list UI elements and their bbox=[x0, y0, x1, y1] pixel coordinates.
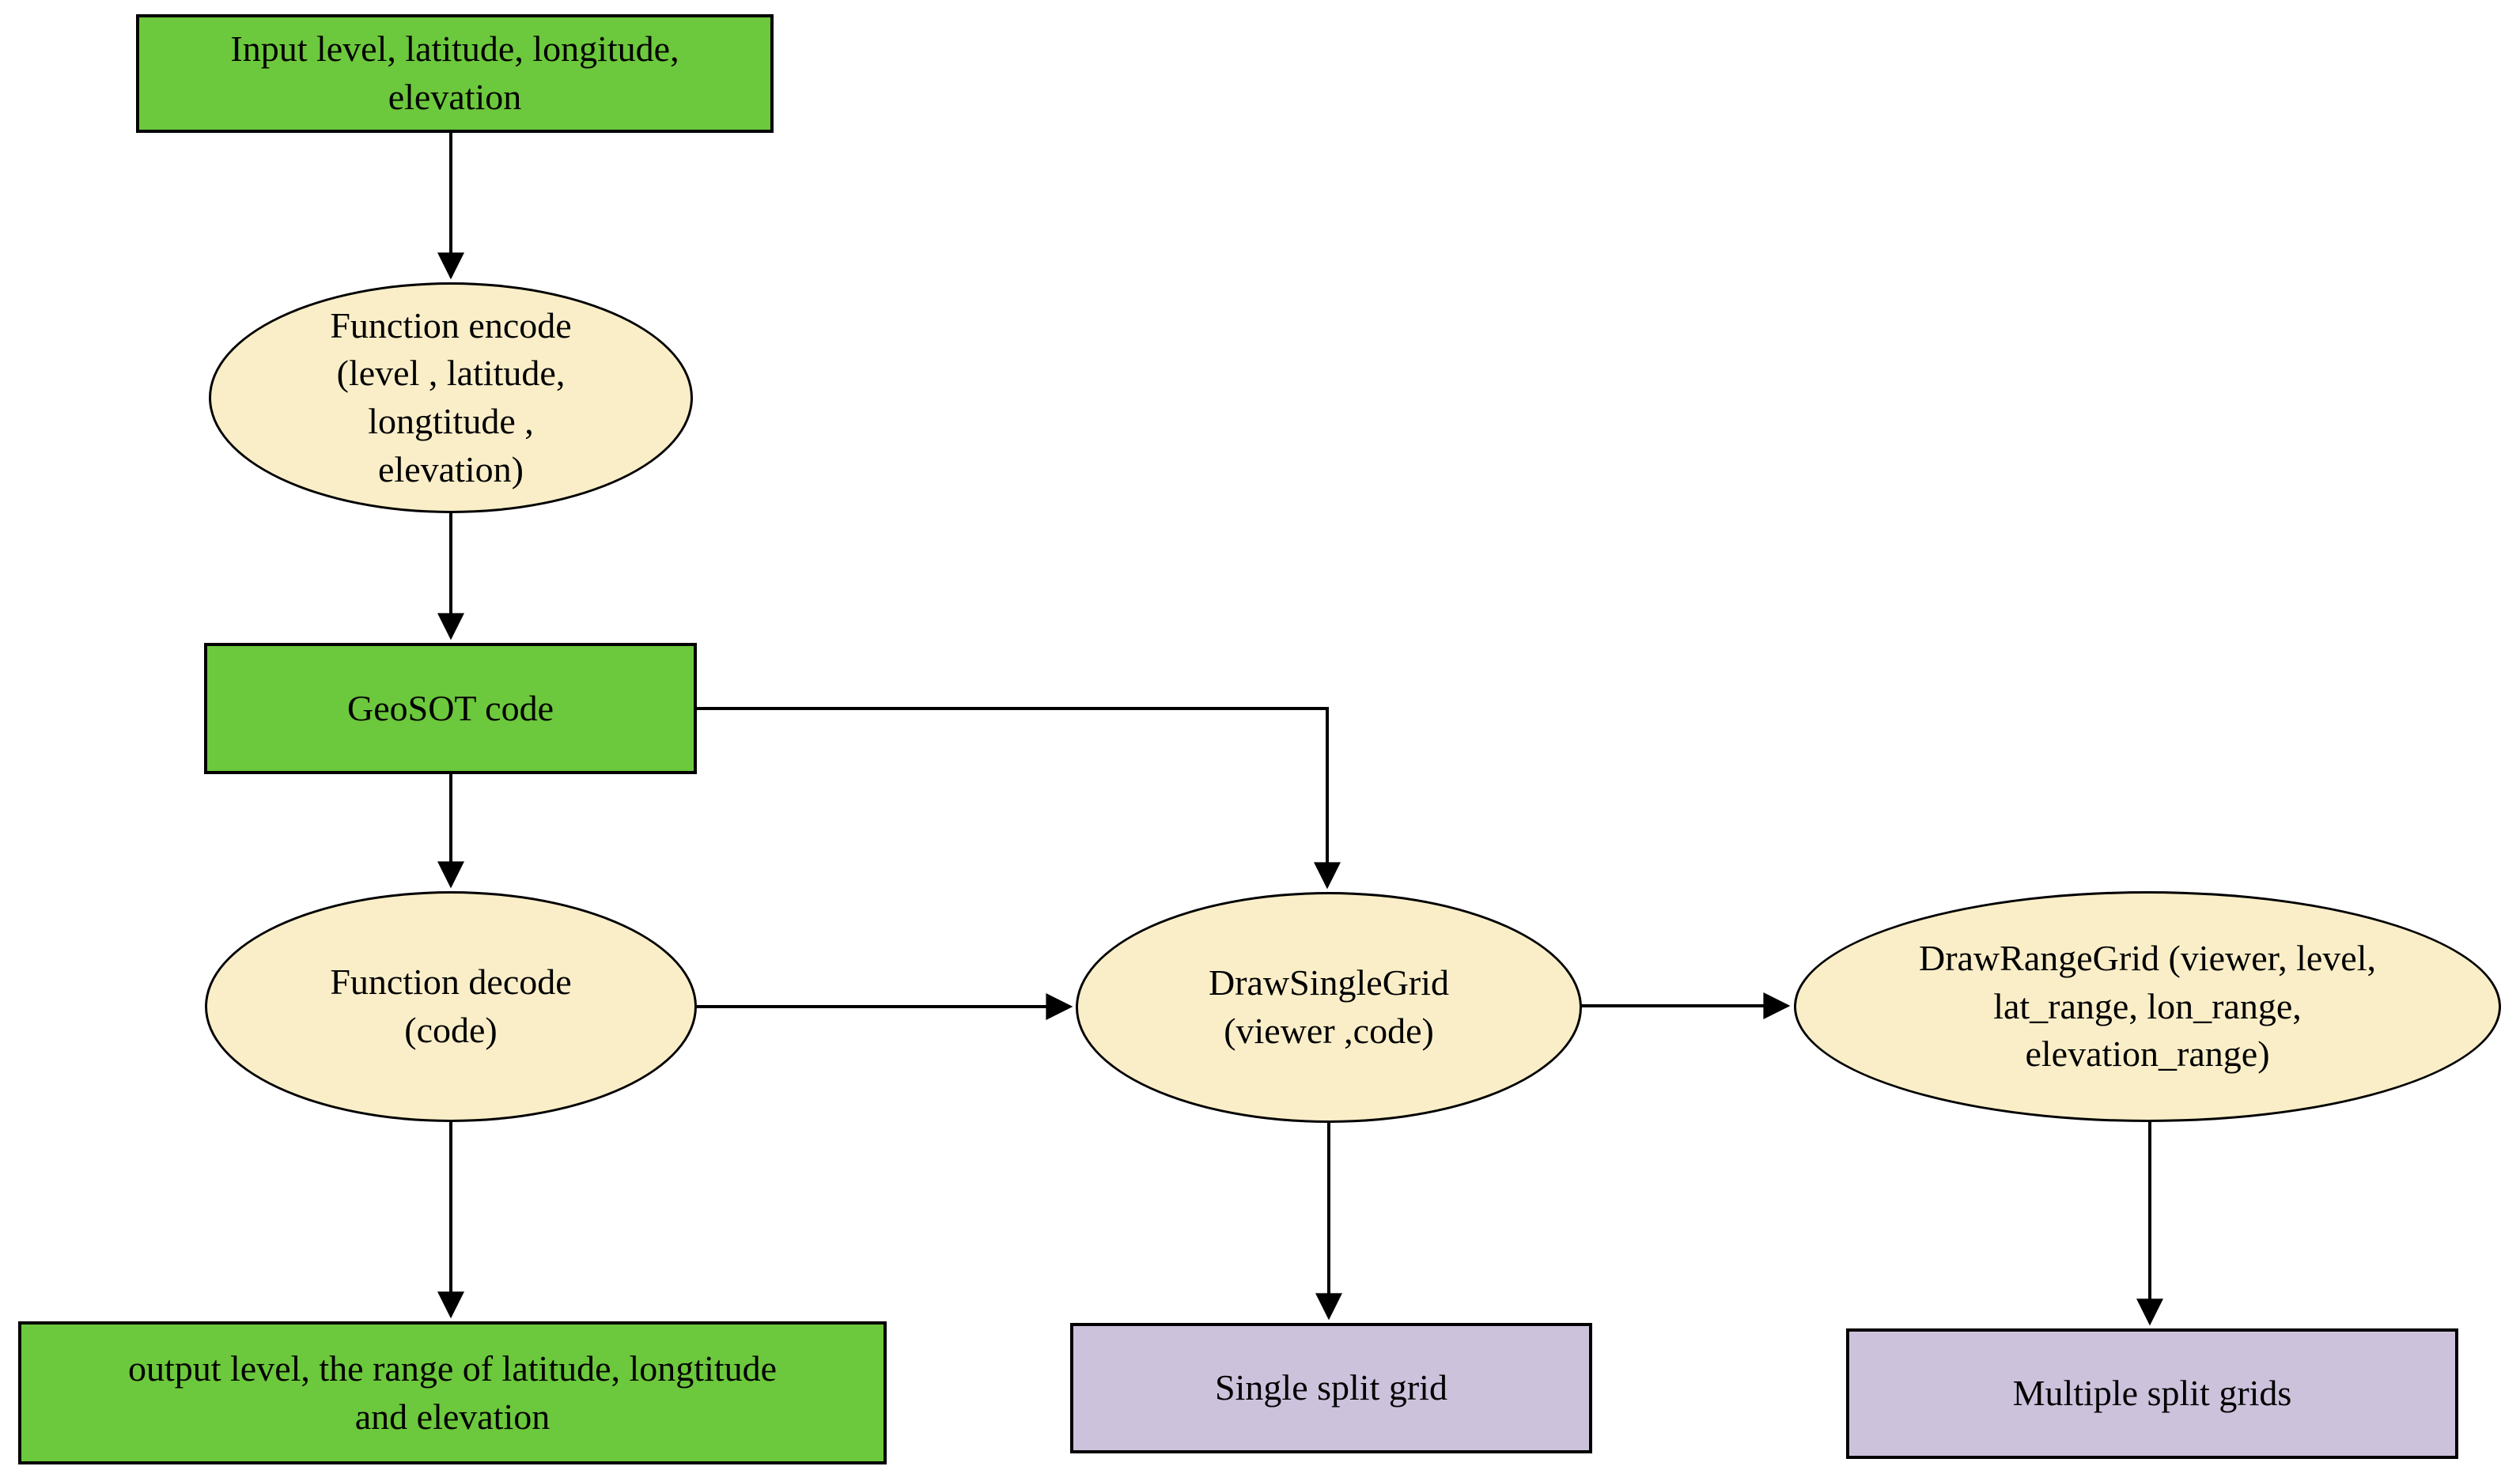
node-function-decode-label: Function decode (code) bbox=[330, 962, 572, 1050]
node-function-encode: Function encode (level , latitude, longt… bbox=[209, 282, 693, 513]
node-function-decode: Function decode (code) bbox=[205, 891, 697, 1122]
node-output-label: output level, the range of latitude, lon… bbox=[127, 1347, 778, 1437]
node-multiple-split-grids: Multiple split grids bbox=[1846, 1328, 2458, 1459]
edge-geosot-to-drawsingle bbox=[697, 707, 1341, 890]
node-draw-range-grid-label: DrawRangeGrid (viewer, level, lat_range,… bbox=[1918, 937, 2377, 1075]
node-draw-range-grid: DrawRangeGrid (viewer, level, lat_range,… bbox=[1794, 891, 2501, 1122]
node-draw-single-grid: DrawSingleGrid (viewer ,code) bbox=[1076, 892, 1582, 1123]
node-input: Input level, latitude, longitude, elevat… bbox=[136, 14, 774, 133]
node-single-split-grid-label: Single split grid bbox=[1215, 1367, 1447, 1408]
node-function-encode-label: Function encode (level , latitude, longt… bbox=[330, 304, 572, 489]
node-geosot-code: GeoSOT code bbox=[204, 643, 697, 774]
node-single-split-grid: Single split grid bbox=[1070, 1323, 1592, 1453]
node-draw-single-grid-label: DrawSingleGrid (viewer ,code) bbox=[1208, 962, 1450, 1051]
node-output: output level, the range of latitude, lon… bbox=[18, 1321, 887, 1464]
node-geosot-code-label: GeoSOT code bbox=[346, 687, 554, 728]
node-input-label: Input level, latitude, longitude, elevat… bbox=[230, 28, 679, 117]
node-multiple-split-grids-label: Multiple split grids bbox=[2012, 1373, 2292, 1414]
